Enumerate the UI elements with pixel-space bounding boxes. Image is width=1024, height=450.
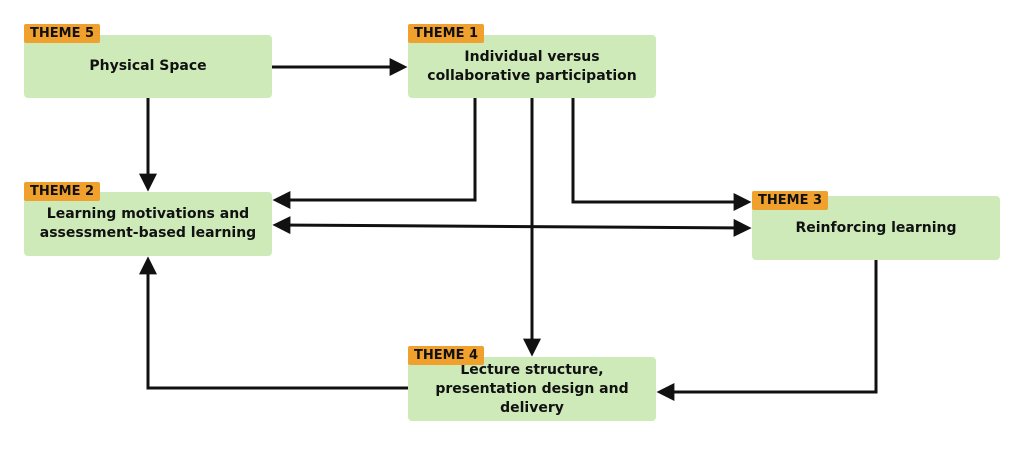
theme-1-label: Individual versus collaborative particip… bbox=[427, 48, 637, 84]
theme-2-label: Learning motivations and assessment-base… bbox=[39, 206, 257, 241]
arrow-theme2-theme3-bidirectional bbox=[272, 216, 752, 237]
theme-2-node: Learning motivations and assessment-base… bbox=[24, 192, 272, 256]
theme-4-label: Lecture structure, presentation design a… bbox=[435, 361, 629, 416]
theme-3-node: Reinforcing learning bbox=[752, 196, 1000, 260]
theme-2-tag: THEME 2 bbox=[24, 182, 101, 201]
arrow-theme1-to-theme2 bbox=[272, 98, 477, 209]
theme-4-node: Lecture structure, presentation design a… bbox=[408, 357, 656, 421]
arrow-theme3-to-theme4 bbox=[656, 260, 878, 401]
theme-5-label: Physical Space bbox=[89, 58, 207, 74]
theme-3-tag: THEME 3 bbox=[752, 191, 829, 210]
theme-3-label: Reinforcing learning bbox=[795, 219, 957, 236]
arrow-theme4-to-theme2 bbox=[139, 256, 408, 390]
theme-4-tag: THEME 4 bbox=[408, 346, 485, 365]
theme-1-tag: THEME 1 bbox=[408, 24, 485, 43]
arrow-theme1-to-theme3 bbox=[571, 98, 752, 211]
theme-5-tag: THEME 5 bbox=[24, 24, 101, 43]
theme-1-node: Individual versus collaborative particip… bbox=[408, 35, 656, 98]
theme-5-node: Physical Space bbox=[24, 35, 272, 98]
